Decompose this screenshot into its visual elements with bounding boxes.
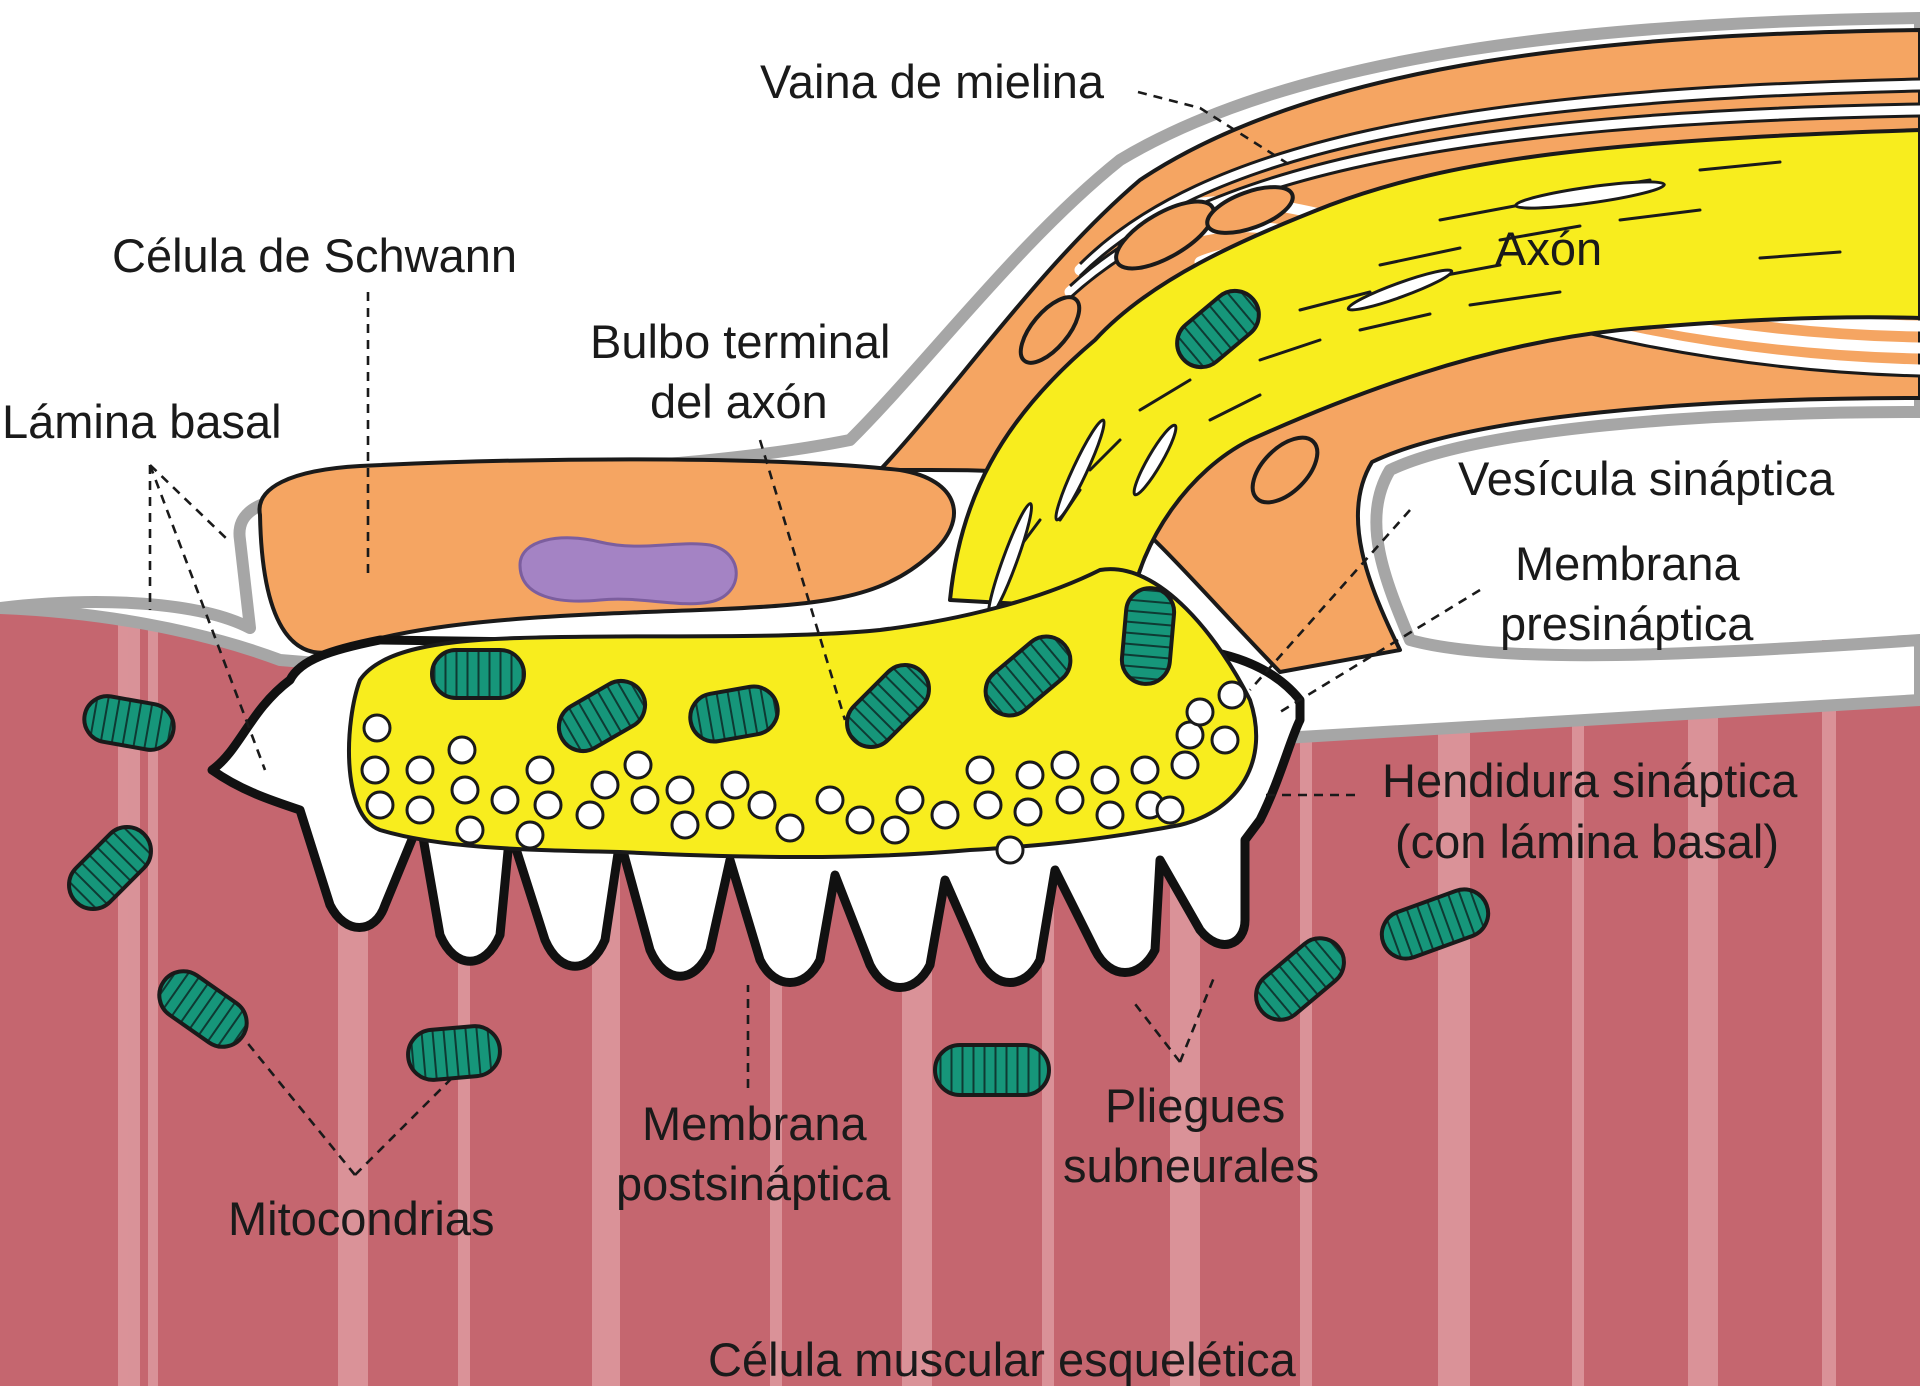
label-hendidura-line1: Hendidura sináptica bbox=[1382, 754, 1798, 807]
mitochondrion bbox=[935, 1045, 1049, 1095]
label-vaina-mielina: Vaina de mielina bbox=[760, 55, 1105, 108]
label-membrana-pre-line2: presináptica bbox=[1500, 597, 1754, 650]
label-pliegues-line2: subneurales bbox=[1063, 1139, 1319, 1192]
label-axon: Axón bbox=[1495, 222, 1602, 275]
mitochondrion bbox=[432, 650, 524, 698]
label-bulbo-line1: Bulbo terminal bbox=[590, 315, 890, 368]
schwann-nucleus bbox=[520, 538, 736, 604]
label-celula-schwann: Célula de Schwann bbox=[112, 229, 517, 282]
leader-lamina-3 bbox=[150, 465, 228, 540]
label-celula-muscular: Célula muscular esquelética bbox=[708, 1333, 1297, 1386]
label-membrana-post-line2: postsináptica bbox=[616, 1157, 891, 1210]
label-membrana-post-line1: Membrana bbox=[642, 1097, 868, 1150]
label-lamina-basal: Lámina basal bbox=[2, 395, 282, 448]
mitochondrion bbox=[1120, 586, 1176, 686]
label-vesicula: Vesícula sináptica bbox=[1458, 452, 1835, 505]
label-mitocondrias: Mitocondrias bbox=[228, 1192, 494, 1245]
label-pliegues-line1: Pliegues bbox=[1105, 1079, 1285, 1132]
mitochondrion bbox=[406, 1024, 502, 1082]
label-membrana-pre-line1: Membrana bbox=[1515, 537, 1741, 590]
label-hendidura-line2: (con lámina basal) bbox=[1395, 815, 1779, 868]
label-bulbo-line2: del axón bbox=[650, 375, 828, 428]
